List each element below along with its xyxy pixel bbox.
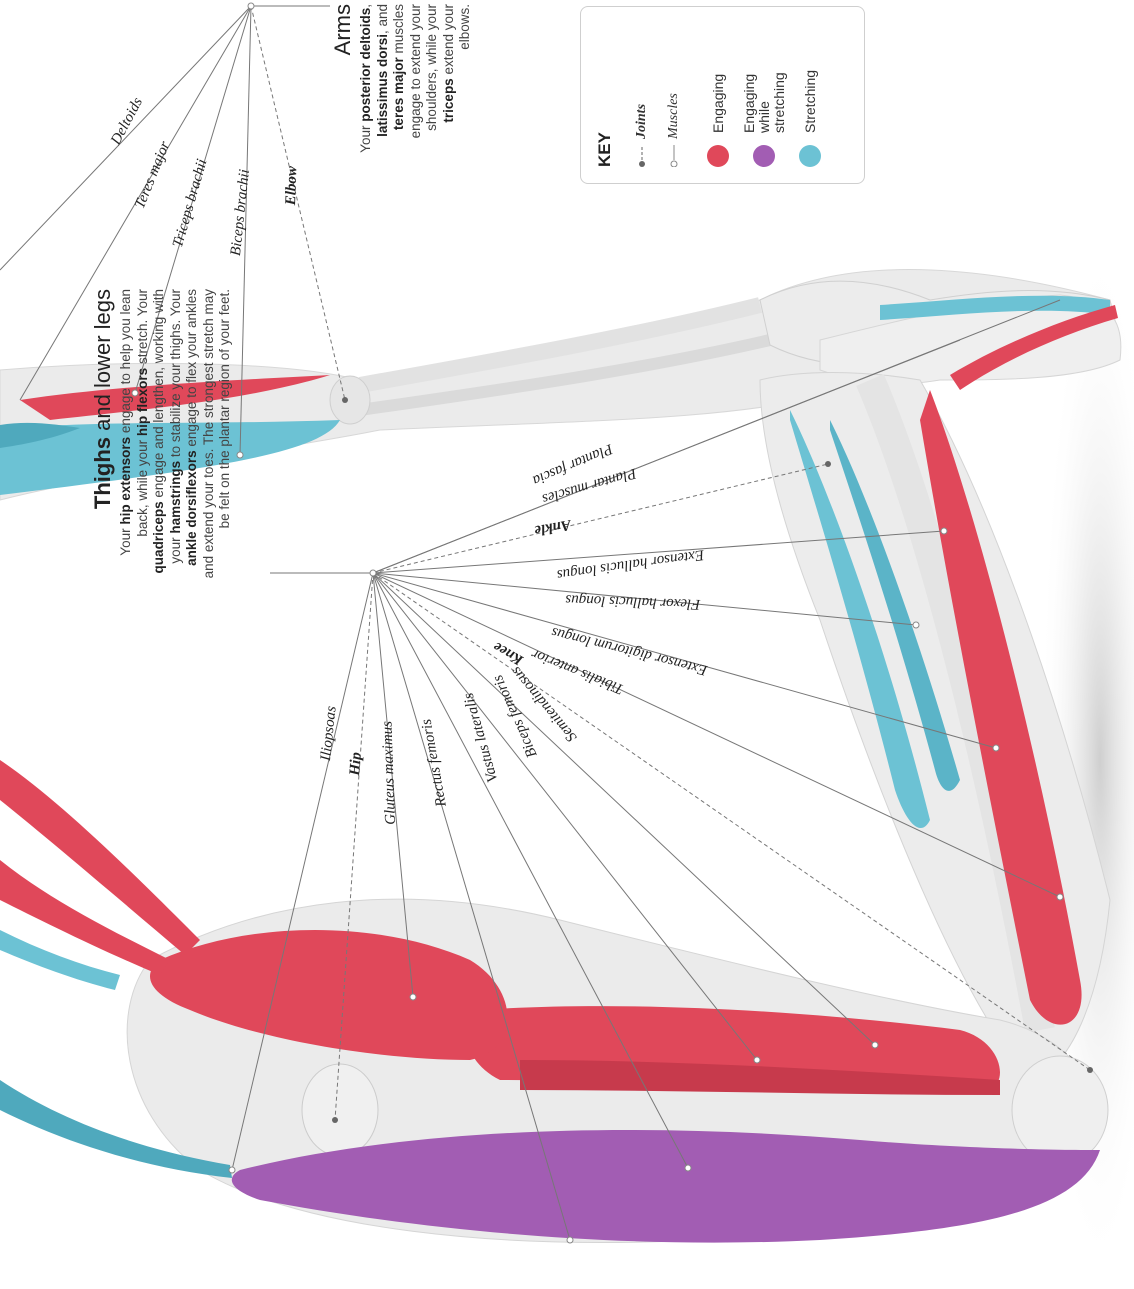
legs-paragraph: Thighs and lower legs Your hip extensors… xyxy=(90,289,234,589)
paragraph-text: , xyxy=(358,4,373,8)
stretching-swatch-icon xyxy=(799,145,821,167)
key-stretching-label: Stretching xyxy=(803,70,818,133)
paragraph-text: Your xyxy=(118,525,133,556)
key-row-stretching: Stretching xyxy=(797,70,823,167)
key-joints-label: Joints xyxy=(634,104,650,139)
highlighted-term: ankle dorsiflexors xyxy=(184,450,199,566)
highlighted-term: triceps xyxy=(441,78,456,122)
arms-title: Arms xyxy=(330,4,356,159)
key-engaging-label: Engaging xyxy=(711,74,726,133)
joint-dashed-line-icon xyxy=(634,139,650,167)
highlighted-term: latissimus dorsi xyxy=(375,34,390,137)
paragraph-text: , and xyxy=(375,4,390,34)
legs-title: Thighs and lower legs xyxy=(90,289,116,589)
paragraph-text: to stabilize your thighs. Your xyxy=(168,289,183,461)
paragraph-text: Your xyxy=(358,122,373,153)
arms-body: Your posterior deltoids, latissimus dors… xyxy=(358,4,474,159)
legs-title-bold: Thighs xyxy=(90,437,115,509)
key-row-engaging-stretching: Engaging while stretching xyxy=(751,17,777,167)
legs-body: Your hip extensors engage to help you le… xyxy=(118,289,234,589)
legs-title-rest: and lower legs xyxy=(90,289,115,437)
muscle-line-icon xyxy=(666,139,682,167)
label-gluteus-maximus: Gluteus maximus xyxy=(379,721,400,825)
key-row-engaging: Engaging xyxy=(705,74,731,167)
paragraph-text: extend your elbows. xyxy=(441,4,473,78)
highlighted-term: hip extensors xyxy=(118,437,133,525)
highlighted-term: teres major xyxy=(391,57,406,130)
label-hip: Hip xyxy=(347,752,366,776)
highlighted-term: quadriceps xyxy=(151,501,166,573)
engaging-stretching-swatch-icon xyxy=(753,145,775,167)
key-engaging-stretching-label: Engaging while stretching xyxy=(742,43,787,133)
label-elbow: Elbow xyxy=(283,166,301,206)
key-title: KEY xyxy=(595,132,615,167)
arms-paragraph: Arms Your posterior deltoids, latissimus… xyxy=(330,4,474,159)
key-row-muscles: Muscles xyxy=(661,93,687,167)
highlighted-term: hamstrings xyxy=(168,461,183,534)
highlighted-term: posterior deltoids xyxy=(358,8,373,122)
paragraph-text: stretch. Your xyxy=(135,289,150,368)
key-row-joints: Joints xyxy=(629,104,655,167)
engaging-swatch-icon xyxy=(707,145,729,167)
key-panel: KEY Joints Muscles Engaging Engaging whi… xyxy=(580,6,865,184)
highlighted-term: hip flexors xyxy=(135,368,150,436)
key-muscles-label: Muscles xyxy=(666,93,682,139)
